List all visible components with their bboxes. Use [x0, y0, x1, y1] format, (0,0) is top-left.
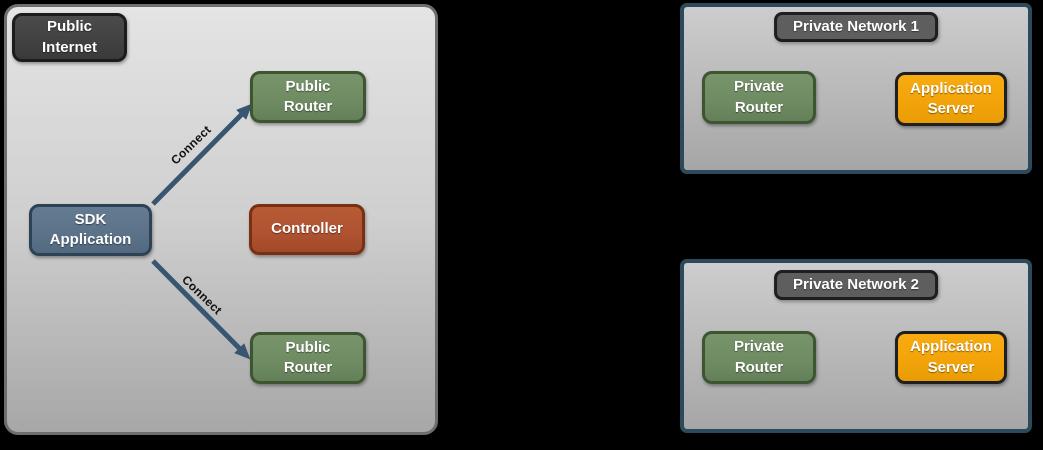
public-internet-zone: Connect Connect Public Internet Public R…: [4, 4, 438, 435]
connect-label-bottom: Connect: [179, 272, 225, 318]
node-sdk-application: SDK Application: [29, 204, 152, 256]
connect-arrow-bottom: [151, 259, 251, 360]
private-network-2: Private Network 2 Private Router Applica…: [680, 259, 1032, 433]
private-network-2-title: Private Network 2: [774, 270, 938, 300]
connect-label-top: Connect: [168, 122, 214, 168]
private-network-1-title: Private Network 1: [774, 12, 938, 42]
node-private-router-2: Private Router: [702, 331, 816, 384]
connect-arrow-top: [151, 103, 253, 206]
public-internet-label: Public Internet: [12, 13, 127, 62]
node-application-server-1: Application Server: [895, 72, 1007, 126]
node-public-router-bottom: Public Router: [250, 332, 366, 384]
node-controller: Controller: [249, 204, 365, 255]
node-public-router-top: Public Router: [250, 71, 366, 123]
node-application-server-2: Application Server: [895, 331, 1007, 384]
node-private-router-1: Private Router: [702, 71, 816, 124]
private-network-1: Private Network 1 Private Router Applica…: [680, 3, 1032, 174]
